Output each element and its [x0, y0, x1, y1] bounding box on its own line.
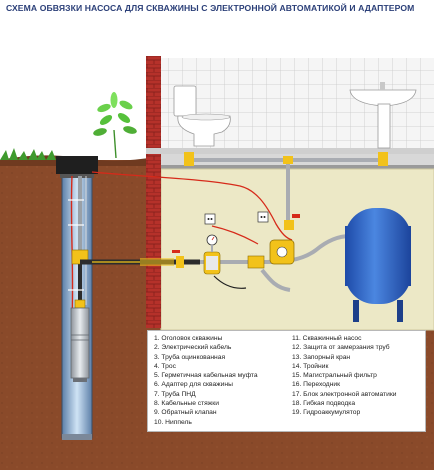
main-filter: [203, 251, 221, 275]
legend-item: 7. Труба ПНД: [154, 390, 196, 398]
brick-wall: [146, 56, 161, 328]
legend-item: 9. Обратный клапан: [154, 409, 217, 417]
legend-column-right: 11. Скважинный насос 12. Защита от замер…: [292, 334, 424, 418]
legend-item: 10. Ниппель: [154, 418, 192, 426]
legend-item: 19. Гидроаккумулятор: [292, 409, 361, 417]
automation-unit: [269, 239, 295, 265]
legend-item: 15. Магистральный фильтр: [292, 372, 377, 380]
cable-ties: [68, 199, 84, 291]
check-valve: [74, 299, 86, 309]
legend-item: 2. Электрический кабель: [154, 344, 232, 352]
legend-item: 8. Кабельные стяжки: [154, 400, 219, 408]
pipe-heating-cable: [140, 258, 174, 266]
shutoff-valves: [172, 214, 300, 268]
legend-item: 17. Блок электронной автоматики: [292, 390, 397, 398]
power-cable: [91, 171, 293, 241]
legend-item: 14. Тройник: [292, 362, 329, 370]
pump-icon: [70, 307, 90, 382]
legend-item: 3. Труба оцинкованная: [154, 353, 226, 361]
legend-item: 13. Запорный кран: [292, 353, 351, 361]
legend-item: 18. Гибкая подводка: [292, 400, 356, 408]
plant-icon: [0, 92, 137, 160]
tee-fitting: [247, 255, 265, 269]
legend-item: 11. Скважинный насос: [292, 335, 362, 342]
electric-cable: [70, 175, 74, 321]
legend-item: 12. Защита от замерзания труб: [292, 344, 390, 352]
legend-panel: 1. Оголовок скважины 2. Электрический ка…: [147, 330, 426, 432]
outlet-icon: [204, 211, 269, 225]
legend-item: 4. Трос: [154, 362, 176, 370]
legend-item: 16. Переходник: [292, 381, 341, 389]
legend-item: 6. Адаптер для скважины: [154, 381, 233, 389]
well: [56, 156, 98, 440]
sink-icon: [349, 82, 417, 149]
floor-slab: [146, 148, 434, 154]
legend-item: 5. Герметичная кабельная муфта: [154, 372, 258, 380]
hydraulic-accumulator: [345, 208, 411, 322]
diagram-title: СХЕМА ОБВЯЗКИ НАСОСА ДЛЯ СКВАЖИНЫ С ЭЛЕК…: [6, 3, 415, 13]
legend-item: 1. Оголовок скважины: [154, 335, 223, 342]
pressure-gauge-icon: [206, 234, 218, 252]
well-head: [56, 156, 98, 178]
toilet-icon: [173, 85, 231, 147]
legend-column-left: 1. Оголовок скважины 2. Электрический ка…: [154, 334, 286, 427]
